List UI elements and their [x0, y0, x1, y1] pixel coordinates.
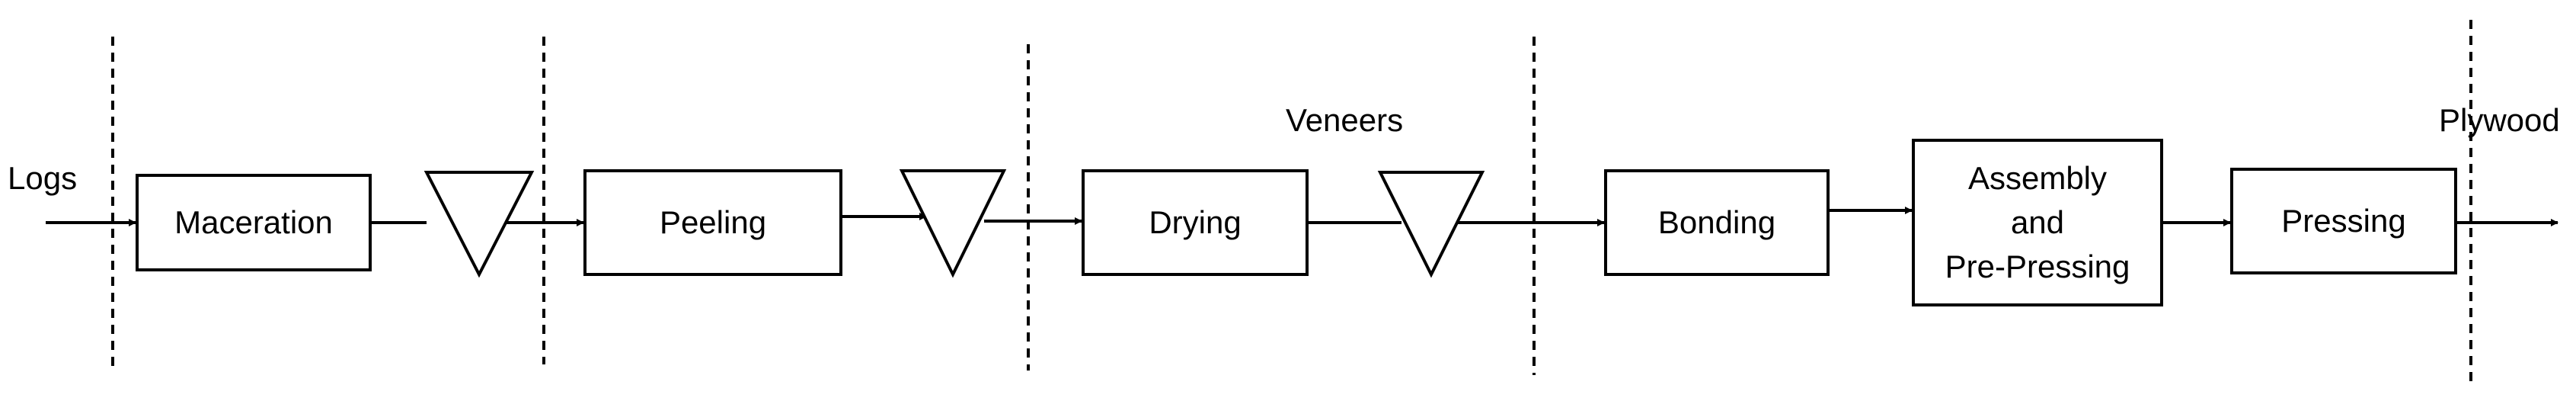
drying-label: Drying — [1149, 204, 1241, 240]
storage-triangle-2 — [899, 169, 1007, 278]
storage-triangle-3 — [1377, 171, 1485, 278]
drying-box — [1082, 169, 1309, 276]
bonding-label: Bonding — [1658, 204, 1775, 240]
logs-label: Logs — [8, 160, 77, 196]
pressing-label: Pressing — [2281, 203, 2405, 239]
pressing-box — [2230, 168, 2457, 274]
maceration-box — [136, 174, 372, 271]
veneers-label: Veneers — [1286, 102, 1403, 138]
plywood-label: Plywood — [2439, 102, 2560, 138]
assembly-label-line-3: Pre-Pressing — [1945, 249, 2130, 284]
assembly-label-line-2: and — [2011, 204, 2064, 240]
assembly-box — [1912, 139, 2163, 306]
bonding-box — [1604, 169, 1830, 276]
assembly-label-line-1: Assembly — [1968, 160, 2107, 196]
peeling-box — [583, 169, 842, 276]
storage-triangle-1 — [423, 171, 535, 278]
peeling-label: Peeling — [660, 204, 766, 240]
maceration-label: Maceration — [174, 204, 333, 240]
